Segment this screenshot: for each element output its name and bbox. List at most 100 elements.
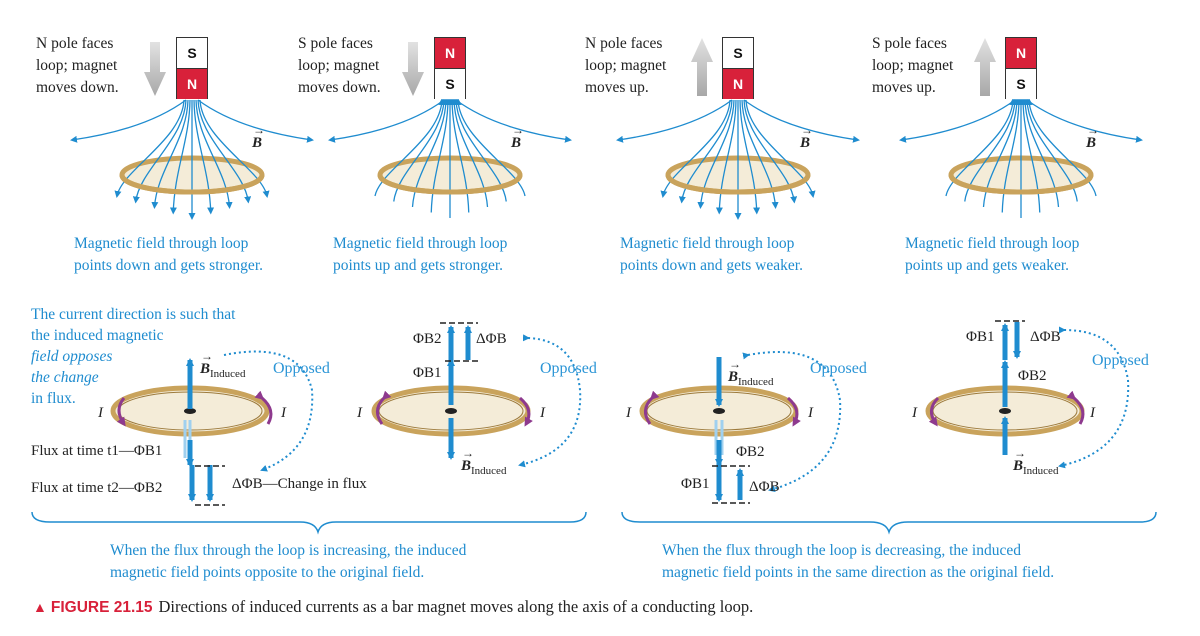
left-brace	[31, 511, 587, 535]
flux-t1-label: Flux at time t1—ΦB1	[31, 443, 163, 459]
delta-phi-label-4: ΔΦB	[1030, 329, 1061, 345]
field-line	[114, 99, 185, 198]
field-line	[964, 98, 1019, 202]
motion-arrow-up	[691, 38, 713, 96]
field-line	[982, 98, 1021, 208]
bar-magnet-4: N S	[1005, 37, 1037, 99]
current-label-2b: I	[540, 405, 545, 421]
rule-note: The current direction is such that the i…	[31, 306, 236, 407]
magnet-3-bottom: N	[723, 69, 753, 99]
field-line	[616, 99, 733, 143]
magnet-2-top: N	[435, 38, 465, 69]
field-line	[151, 99, 189, 209]
magnet-1-top: S	[177, 38, 207, 69]
induced-panel-1	[110, 350, 314, 506]
b-field-label-3: B	[800, 119, 813, 154]
bar-magnet-2: N S	[434, 37, 466, 99]
field-line	[328, 99, 445, 143]
opposed-label-3: Opposed	[810, 360, 867, 377]
field-line	[374, 98, 446, 197]
field-line	[660, 99, 731, 198]
phi-b1-label-4: ΦB1	[966, 329, 995, 345]
b-induced-label-4: BInduced	[1013, 442, 1058, 482]
field-line	[430, 98, 452, 213]
field-line	[1019, 98, 1041, 213]
delta-phi-label-3: ΔΦB	[749, 479, 780, 495]
change-in-flux-label: ΔΦB—Change in flux	[232, 476, 367, 492]
field-line-panels	[70, 38, 1143, 220]
opposed-label-1: Opposed	[273, 360, 330, 377]
field-line	[169, 99, 191, 215]
motion-arrow-down	[402, 42, 424, 96]
bar-magnet-1: S N	[176, 37, 208, 99]
summary-decreasing: When the flux through the loop is decrea…	[662, 542, 1055, 581]
b-induced-label-3: BInduced	[728, 353, 773, 393]
current-label-4a: I	[912, 405, 917, 421]
magnet-4-bottom: S	[1006, 69, 1036, 99]
loop-front-rim	[377, 174, 523, 195]
b-induced-label-1: BInduced	[200, 345, 245, 385]
b-field-label-1: B	[252, 119, 265, 154]
summary-increasing: When the flux through the loop is increa…	[110, 542, 467, 581]
loop-front-rim	[948, 174, 1094, 195]
figure-number: FIGURE 21.15	[50, 599, 153, 616]
magnet-3-top: S	[723, 38, 753, 69]
field-line	[452, 98, 507, 202]
field-line	[899, 99, 1016, 143]
field-line	[1026, 99, 1143, 143]
induced-panel-2	[371, 322, 582, 468]
field-line	[741, 99, 779, 209]
current-label-1b: I	[281, 405, 286, 421]
field-line	[1001, 98, 1023, 213]
current-label-4b: I	[1090, 405, 1095, 421]
field-panel-4	[899, 38, 1143, 218]
loop-front-rim	[665, 174, 811, 195]
triangle-icon: ▲	[33, 601, 47, 616]
field-line	[193, 99, 215, 215]
current-label-2a: I	[357, 405, 362, 421]
b-field-label-4: B	[1086, 119, 1099, 154]
field-line	[132, 99, 187, 204]
opposed-label-4: Opposed	[1092, 352, 1149, 369]
field-line	[1023, 98, 1078, 202]
current-label-1a: I	[98, 405, 103, 421]
field-line	[70, 99, 187, 143]
phi-b2-label-2: ΦB2	[413, 331, 442, 347]
field-line	[195, 99, 233, 209]
field-line	[1025, 98, 1097, 197]
field-line	[745, 99, 816, 198]
flux-t2-label: Flux at time t2—ΦB2	[31, 480, 163, 496]
bar-magnet-3: S N	[722, 37, 754, 99]
current-label-3b: I	[808, 405, 813, 421]
b-field-label-2: B	[511, 119, 524, 154]
field-line	[393, 98, 448, 202]
current-label-3a: I	[626, 405, 631, 421]
opposed-label-2: Opposed	[540, 360, 597, 377]
field-line	[450, 98, 489, 208]
loop-front-rim	[119, 174, 265, 195]
phi-b1-label-2: ΦB1	[413, 365, 442, 381]
field-line	[697, 99, 735, 209]
right-brace	[621, 511, 1157, 535]
field-panel-2	[328, 42, 572, 219]
field-line	[448, 98, 470, 213]
field-line	[743, 99, 798, 204]
induced-panel-3	[639, 351, 842, 504]
field-line	[199, 99, 270, 198]
field-line	[945, 98, 1017, 197]
field-line	[739, 99, 761, 215]
magnet-2-bottom: S	[435, 69, 465, 99]
field-line	[678, 99, 733, 204]
phi-b1-label-3: ΦB1	[681, 476, 710, 492]
field-line	[1021, 98, 1060, 208]
field-line	[454, 98, 526, 197]
field-line	[197, 99, 252, 204]
